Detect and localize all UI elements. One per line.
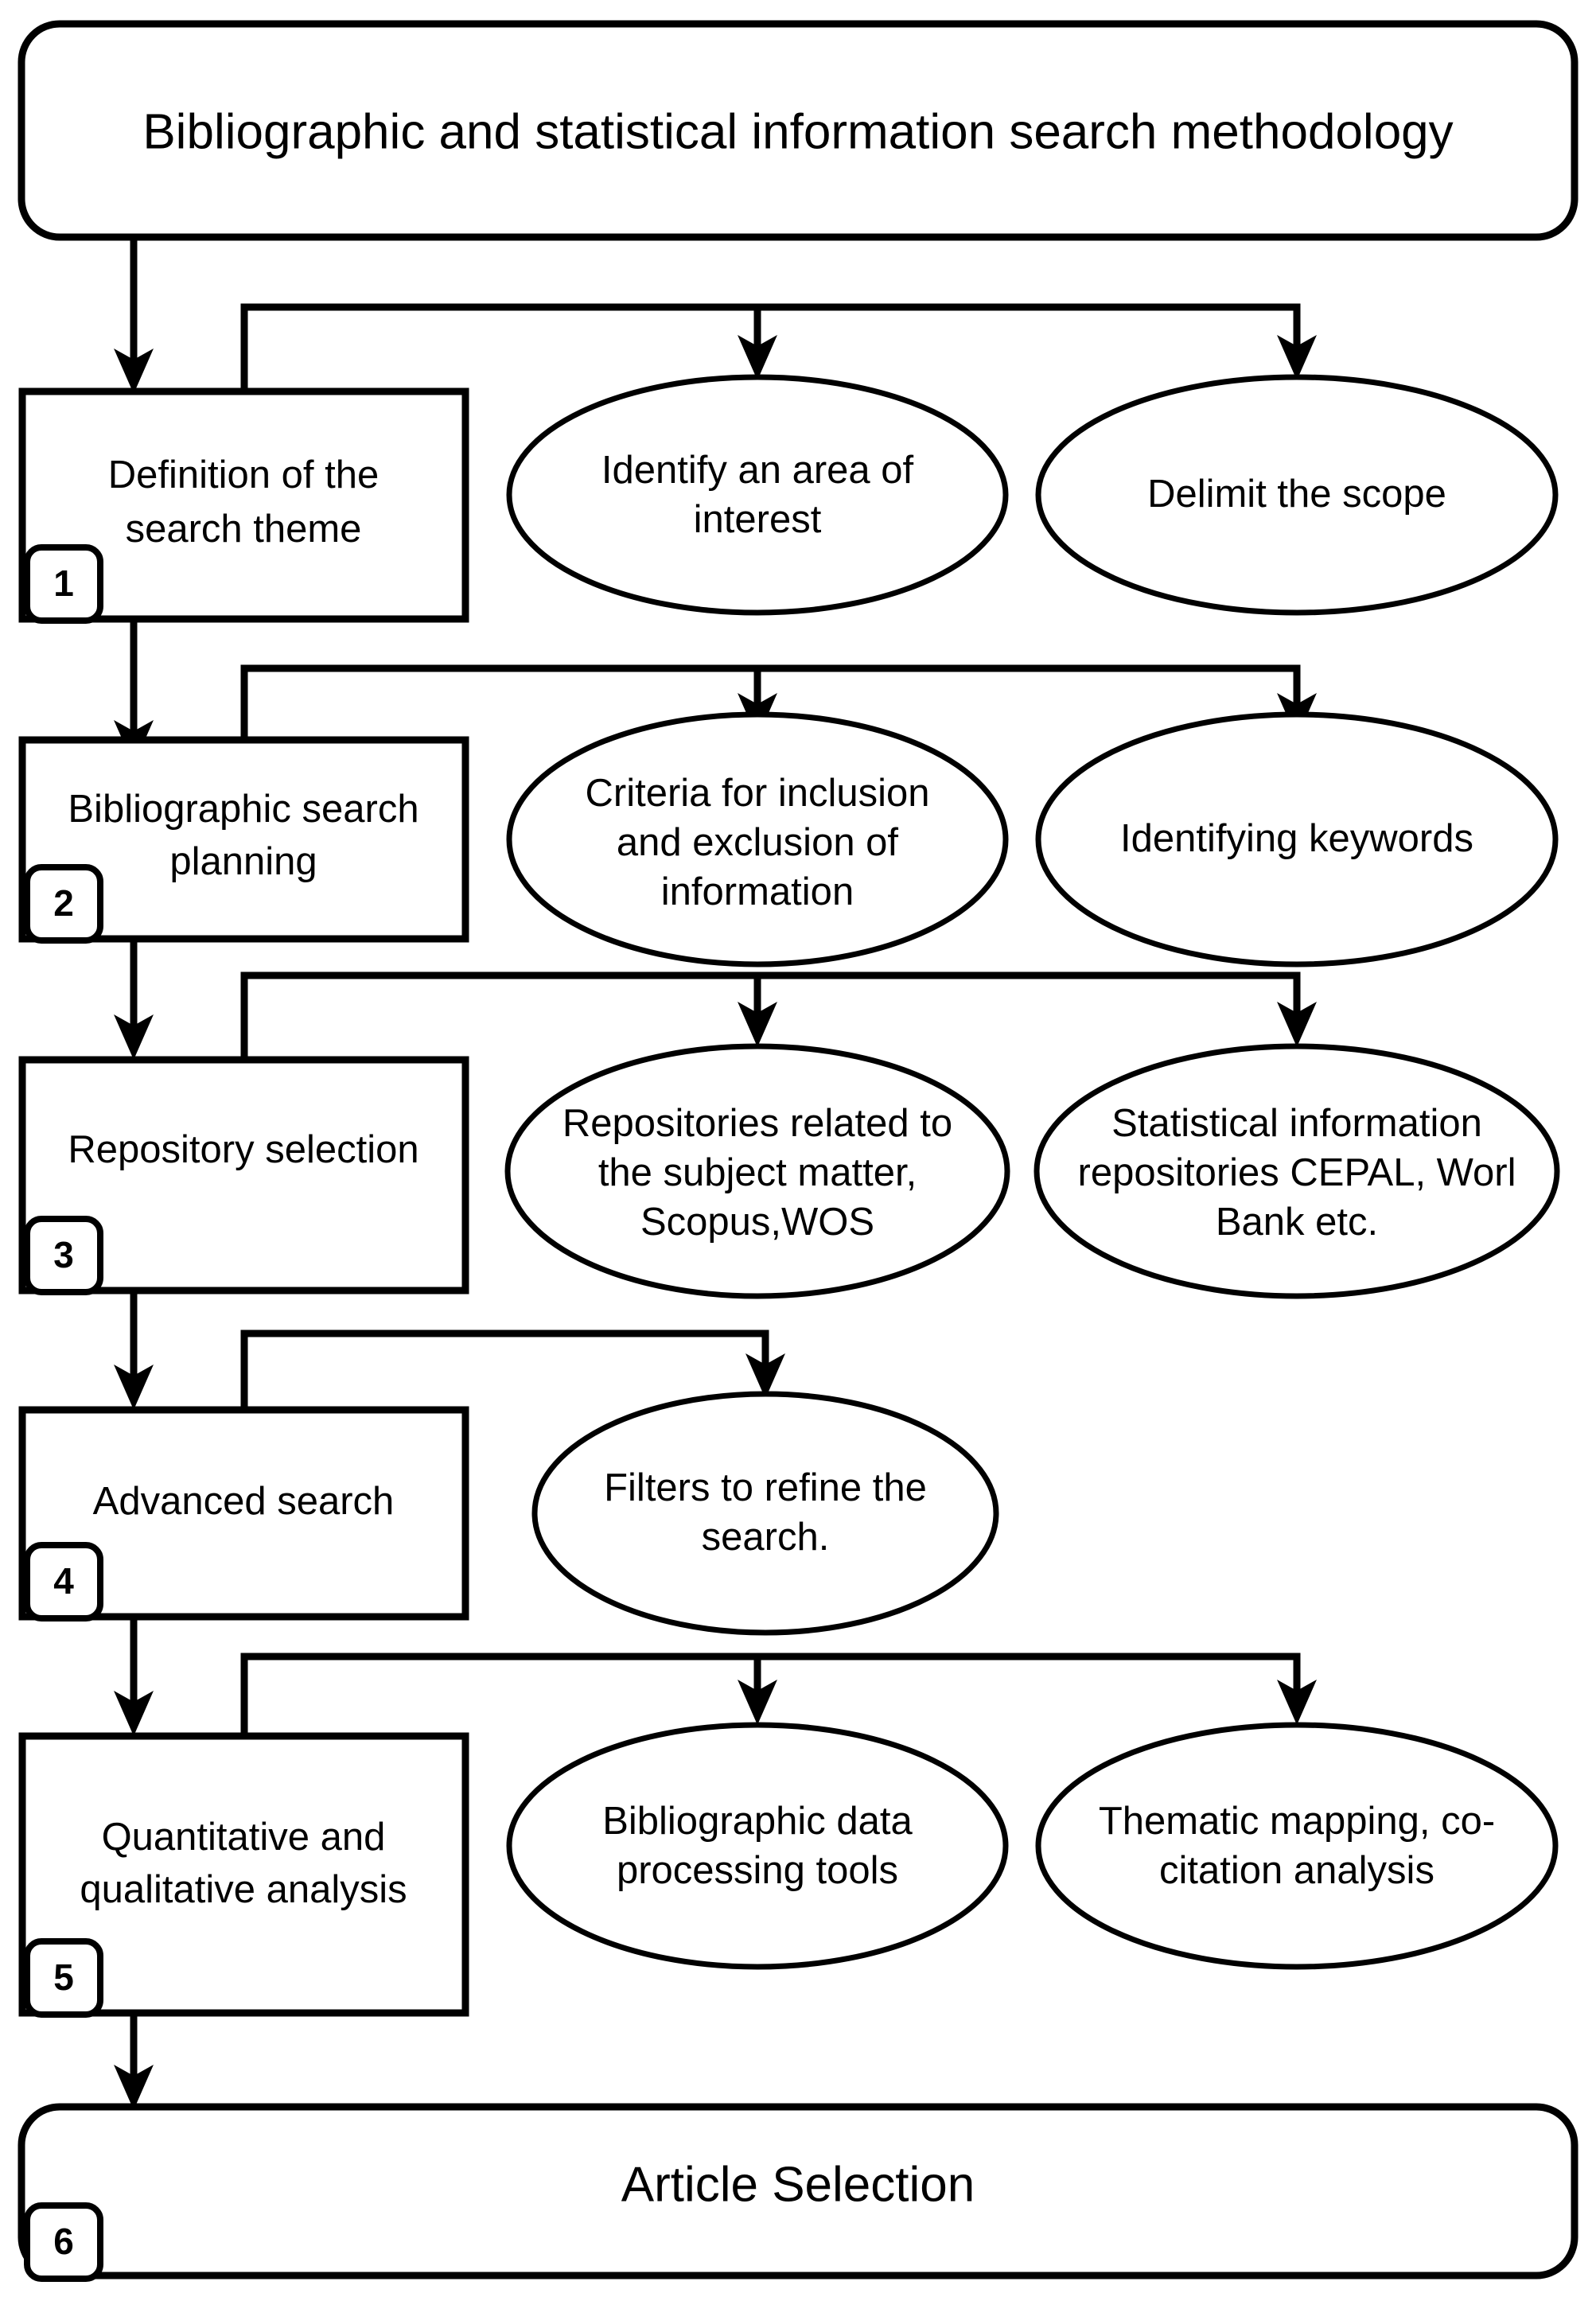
detail-node-5-1-shape [506, 1722, 1009, 1970]
step-node-1-label-line2: search theme [126, 508, 362, 551]
detail-node-3-2-line2: repositories CEPAL, Worl [1078, 1151, 1516, 1194]
detail-node-2-2-line1: Identifying keywords [1120, 817, 1473, 860]
connector-branch-row-5 [240, 1653, 1317, 1736]
step-node-1-label-line1: Definition of the [108, 454, 380, 496]
footer-node-shape [18, 2103, 1578, 2279]
step-node-1: Definition of the search theme 1 [18, 387, 469, 624]
detail-node-5-1: Bibliographic data processing tools [506, 1722, 1009, 1970]
step-badge-4-shape [24, 1542, 103, 1622]
step-node-4-label-line1: Advanced search [93, 1480, 395, 1523]
detail-node-3-2-line3: Bank etc. [1216, 1201, 1378, 1244]
step-node-3-label-line1: Repository selection [68, 1128, 418, 1171]
step-node-2-label-line2: planning [169, 840, 317, 883]
connector-step4-to-step5 [114, 1617, 154, 1736]
footer-node-label: Article Selection [621, 2157, 975, 2212]
connector-step2-to-step3 [114, 939, 154, 1060]
detail-node-3-1-line3: Scopus,WOS [640, 1201, 874, 1244]
detail-node-1-2: Delimit the scope [1035, 374, 1559, 616]
detail-node-5-2: Thematic mapping, co- citation analysis [1035, 1722, 1559, 1970]
arrowhead-down [114, 2065, 154, 2110]
detail-node-2-1: Criteria for inclusion and exclusion of … [506, 711, 1009, 967]
step-badge-4-number: 4 [53, 1560, 74, 1602]
detail-node-3-2: Statistical information repositories CEP… [1034, 1043, 1560, 1299]
detail-node-5-1-line2: processing tools [617, 1849, 898, 1892]
detail-node-4-1-shape [531, 1391, 999, 1636]
detail-node-3-2-shape [1034, 1043, 1560, 1299]
step-badge-2-shape [24, 864, 103, 944]
connector-header-to-step1 [114, 239, 154, 394]
connector-step3-to-step4 [114, 1291, 154, 1410]
step-badge-5-shape [24, 1938, 103, 2018]
detail-node-4-1-line1: Filters to refine the [604, 1466, 927, 1509]
arrowhead-down [114, 1691, 154, 1736]
step-badge-1-number: 1 [53, 563, 74, 604]
detail-node-1-2-line1: Delimit the scope [1147, 473, 1446, 516]
arrowhead-down [738, 335, 777, 380]
step-badge-2-number: 2 [53, 882, 74, 924]
arrowhead-down [1277, 1002, 1317, 1047]
arrowhead-down [738, 1002, 777, 1047]
detail-node-3-1-shape [504, 1043, 1010, 1299]
detail-node-5-2-shape [1035, 1722, 1559, 1970]
detail-node-2-1-line3: information [661, 870, 854, 913]
arrowhead-down [1277, 1680, 1317, 1725]
detail-node-1-1-line1: Identify an area of [601, 449, 914, 492]
arrowhead-down [738, 1680, 777, 1725]
connector-step5-to-footer [114, 2013, 154, 2110]
header-node-shape [18, 20, 1578, 241]
detail-node-3-1-line1: Repositories related to [562, 1102, 952, 1145]
detail-node-5-1-line1: Bibliographic data [602, 1800, 913, 1843]
footer-node: Article Selection 6 [18, 2103, 1578, 2282]
detail-node-2-1-shape [506, 711, 1009, 967]
detail-node-5-2-line1: Thematic mapping, co- [1099, 1800, 1495, 1843]
connector-branch-row-1 [240, 303, 1317, 391]
step-node-5-label-line2: qualitative analysis [80, 1868, 407, 1911]
detail-node-1-1: Identify an area of interest [506, 374, 1009, 616]
arrowhead-down [114, 1014, 154, 1060]
step-node-5: Quantitative and qualitative analysis 5 [18, 1732, 469, 2018]
footer-badge-number: 6 [53, 2221, 74, 2262]
step-badge-3-number: 3 [53, 1234, 74, 1275]
detail-node-3-2-line1: Statistical information [1111, 1102, 1482, 1145]
arrowhead-down [114, 1365, 154, 1410]
detail-node-3-1: Repositories related to the subject matt… [504, 1043, 1010, 1299]
step-node-4: Advanced search 4 [18, 1406, 469, 1622]
header-node-label: Bibliographic and statistical informatio… [142, 104, 1453, 159]
detail-node-4-1: Filters to refine the search. [531, 1391, 999, 1636]
step-badge-3-shape [24, 1216, 103, 1295]
detail-node-1-1-line2: interest [694, 498, 822, 541]
detail-node-4-1-line2: search. [702, 1516, 830, 1559]
step-node-5-label-line1: Quantitative and [102, 1816, 386, 1859]
step-badge-1-shape [24, 544, 103, 624]
arrowhead-down [745, 1353, 785, 1399]
connector-branch-row-4 [240, 1330, 785, 1410]
footer-badge-shape [24, 2202, 103, 2282]
detail-node-2-1-line2: and exclusion of [617, 821, 899, 864]
step-node-2-label-line1: Bibliographic search [68, 788, 418, 831]
detail-node-2-2: Identifying keywords [1035, 711, 1559, 967]
arrowhead-down [114, 348, 154, 394]
detail-node-2-2-shape [1035, 711, 1559, 967]
step-node-2: Bibliographic search planning 2 [18, 736, 469, 944]
detail-node-2-1-line1: Criteria for inclusion [586, 772, 930, 815]
detail-node-5-2-line2: citation analysis [1159, 1849, 1434, 1892]
header-node: Bibliographic and statistical informatio… [18, 20, 1578, 241]
arrowhead-down [1277, 335, 1317, 380]
detail-node-1-1-shape [506, 374, 1009, 616]
connector-branch-row-3 [240, 971, 1317, 1060]
step-badge-5-number: 5 [53, 1956, 74, 1998]
step-node-3: Repository selection 3 [18, 1056, 469, 1295]
detail-node-3-1-line2: the subject matter, [598, 1151, 917, 1194]
detail-node-1-2-shape [1035, 374, 1559, 616]
